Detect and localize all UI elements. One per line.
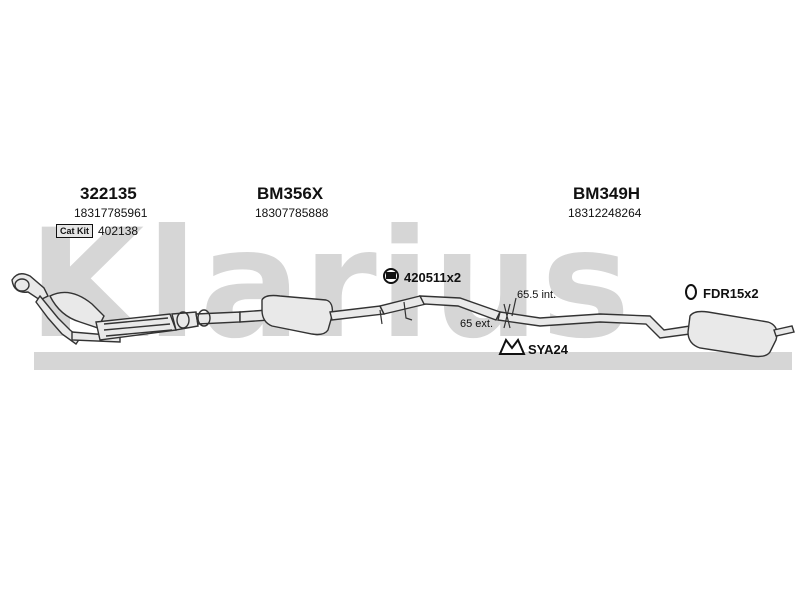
cat-kit-number: 402138 — [98, 224, 139, 238]
joint-marker — [503, 297, 517, 329]
external-diameter: 65 ext. — [460, 318, 494, 330]
hanger-label: SYA24 — [528, 342, 568, 357]
centre-silencer — [239, 294, 501, 336]
front-pipe-catalyst — [11, 273, 241, 345]
section-2-code: BM356X — [257, 184, 324, 203]
section-1-code: 322135 — [80, 184, 137, 203]
section-3-number: 18312248264 — [568, 206, 642, 220]
cat-kit-badge: Cat Kit — [56, 224, 93, 238]
hanger-icon — [498, 338, 526, 355]
watermark-underline — [34, 352, 792, 370]
section-1-number: 18317785961 — [74, 206, 148, 220]
cat-kit: Cat Kit 402138 — [56, 224, 138, 238]
flange-rings — [14, 278, 211, 329]
internal-diameter: 65.5 int. — [517, 289, 557, 301]
clamp-label: 420511x2 — [404, 270, 462, 285]
section-3-code: BM349H — [573, 184, 641, 203]
clamp-icon — [383, 268, 399, 284]
ring-label: FDR15x2 — [703, 286, 759, 301]
rear-pipe-silencer — [497, 310, 795, 358]
hanger-pins — [379, 301, 413, 325]
ring-icon — [685, 284, 697, 300]
section-2-number: 18307785888 — [255, 206, 329, 220]
